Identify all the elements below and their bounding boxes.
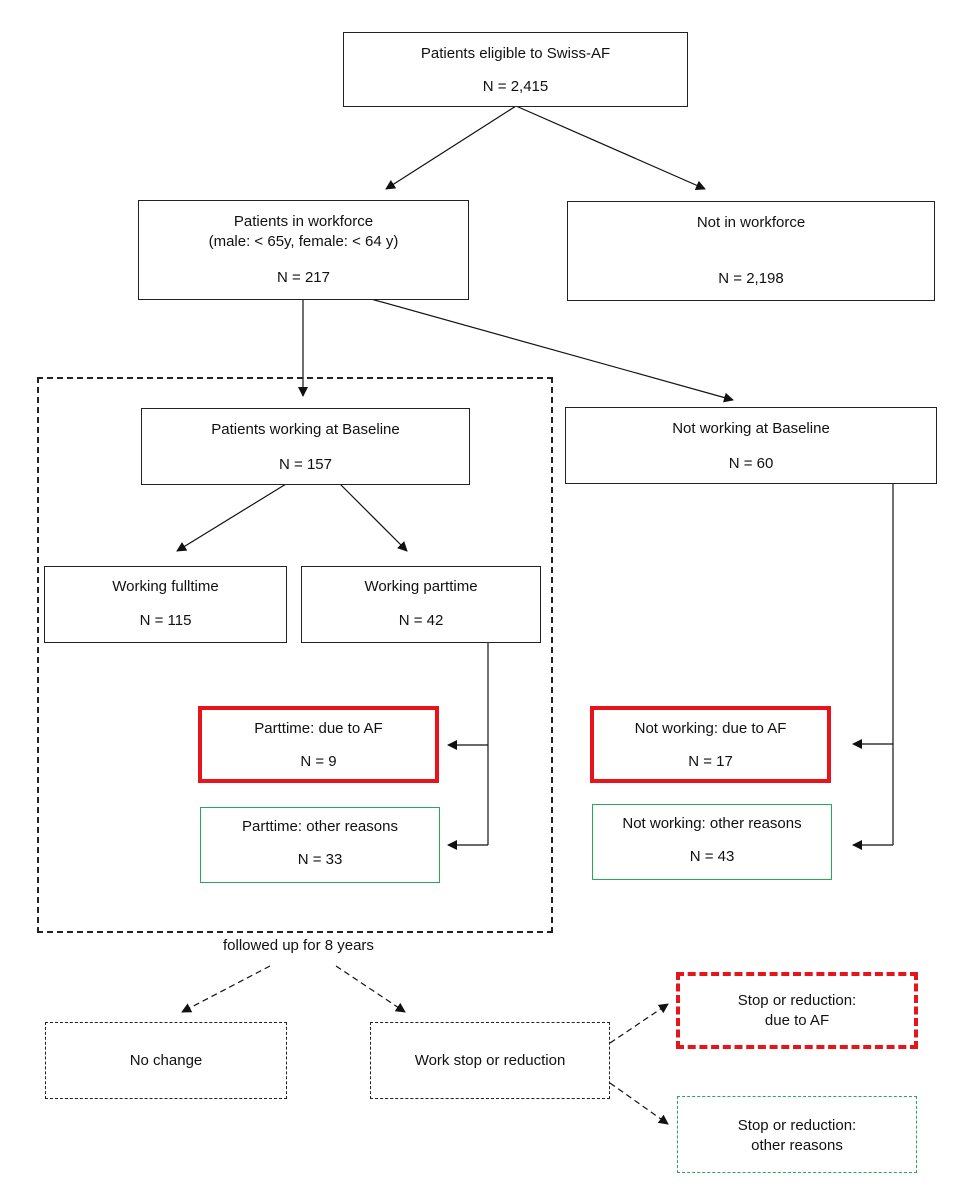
fulltime-box: Working fulltime N = 115 [44,566,287,643]
parttime-other-title: Parttime: other reasons [242,818,398,835]
arrow-work-stop-to-other [609,1082,669,1125]
arrow-working-to-fulltime [176,483,287,552]
notworking-other-title: Not working: other reasons [622,815,802,832]
work-stop-title: Work stop or reduction [414,1052,566,1069]
workforce-subtitle: (male: < 65y, female: < 64 y) [208,233,399,250]
not-workforce-title: Not in workforce [696,214,806,231]
parttime-count: N = 42 [398,612,444,629]
stop-other-line2: other reasons [751,1137,843,1154]
working-baseline-count: N = 157 [279,456,332,473]
arrow-eligible-to-not-workforce [515,105,706,190]
arrow-work-stop-to-af [609,1003,669,1044]
stop-af-line2: due to AF [764,1012,830,1029]
parttime-title: Working parttime [364,578,478,595]
arrow-followup-to-work-stop [335,965,406,1013]
parttime-af-box: Parttime: due to AF N = 9 [198,706,439,783]
stop-other-box: Stop or reduction: other reasons [677,1096,917,1173]
arrow-followup-to-no-change [181,965,271,1013]
not-working-baseline-title: Not working at Baseline [672,420,830,437]
workforce-count: N = 217 [277,269,330,286]
no-change-title: No change [129,1052,203,1069]
notworking-af-box: Not working: due to AF N = 17 [590,706,831,783]
workforce-title: Patients in workforce [233,213,374,230]
parttime-af-count: N = 9 [300,753,337,770]
arrow-eligible-to-workforce [385,105,517,190]
not-workforce-box: Not in workforce N = 2,198 [567,201,935,301]
arrow-working-to-parttime [339,483,408,552]
followup-caption: followed up for 8 years [223,937,374,954]
arrow-workforce-to-not-working [370,298,734,403]
not-workforce-count: N = 2,198 [718,270,784,287]
working-baseline-box: Patients working at Baseline N = 157 [141,408,470,485]
eligible-box: Patients eligible to Swiss-AF N = 2,415 [343,32,688,107]
baseline-working-group-frame [37,377,553,933]
stop-af-line1: Stop or reduction: [737,992,857,1009]
not-working-baseline-count: N = 60 [728,455,774,472]
notworking-af-count: N = 17 [688,753,733,770]
eligible-title: Patients eligible to Swiss-AF [420,45,611,62]
notworking-af-title: Not working: due to AF [634,720,787,737]
parttime-other-box: Parttime: other reasons N = 33 [200,807,440,883]
parttime-other-count: N = 33 [297,851,343,868]
stop-af-box: Stop or reduction: due to AF [676,972,918,1049]
eligible-count: N = 2,415 [482,78,549,95]
working-baseline-title: Patients working at Baseline [211,421,400,438]
notworking-other-box: Not working: other reasons N = 43 [592,804,832,880]
notworking-other-count: N = 43 [689,848,735,865]
workforce-box: Patients in workforce (male: < 65y, fema… [138,200,469,300]
work-stop-box: Work stop or reduction [370,1022,610,1099]
parttime-af-title: Parttime: due to AF [254,720,383,737]
no-change-box: No change [45,1022,287,1099]
not-working-baseline-box: Not working at Baseline N = 60 [565,407,937,484]
stop-other-line1: Stop or reduction: [737,1117,857,1134]
fulltime-title: Working fulltime [112,578,219,595]
parttime-box: Working parttime N = 42 [301,566,541,643]
fulltime-count: N = 115 [139,612,192,629]
